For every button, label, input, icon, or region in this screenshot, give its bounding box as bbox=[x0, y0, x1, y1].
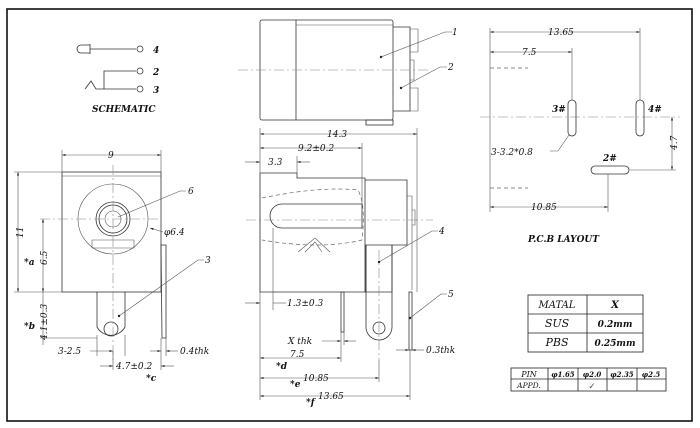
part-label-1: 1 bbox=[452, 28, 458, 38]
pcb-pin-3: 3# bbox=[552, 105, 566, 115]
thickness-header: X bbox=[610, 300, 620, 311]
part-label-6: 6 bbox=[188, 187, 194, 197]
slot-4 bbox=[635, 99, 645, 137]
pin-thk-dim: 0.4thk bbox=[180, 347, 209, 357]
offset-dim: 1.3±0.3 bbox=[287, 299, 323, 309]
material-sus: SUS bbox=[545, 317, 570, 330]
pcb-dim-total: 13.65 bbox=[548, 28, 574, 38]
ref-f: *f bbox=[306, 398, 317, 408]
pin-label-4: 4 bbox=[153, 46, 159, 56]
pin-pitch-dim: 4.7±0.2 bbox=[115, 362, 152, 372]
pin-size-3: φ2.35 bbox=[610, 370, 634, 379]
material-header: MATAL bbox=[538, 300, 576, 311]
pcb-dim-second: 10.85 bbox=[531, 203, 557, 213]
ref-a: *a bbox=[24, 258, 35, 268]
pin-e-dim: 10.85 bbox=[303, 374, 329, 384]
diameter-dim: φ6.4 bbox=[164, 228, 185, 238]
pcb-pin-2: 2# bbox=[602, 154, 617, 164]
ref-e: *e bbox=[290, 380, 301, 390]
center-height-dim: 6.5 bbox=[40, 250, 50, 265]
material-table: MATAL X SUS 0.2mm PBS 0.25mm bbox=[527, 294, 644, 353]
tab-dim: 4.1±0.3 bbox=[40, 304, 50, 341]
pin-row-label: PIN bbox=[520, 370, 538, 379]
pin-size-4: φ2.5 bbox=[642, 370, 661, 379]
tab-hole-dim: 3-2.5 bbox=[58, 347, 81, 357]
pcb-pin-4: 4# bbox=[648, 105, 662, 115]
pin-size-2: φ2.0 bbox=[583, 370, 602, 379]
side-view: 14.3 9.2±0.2 3.3 1.3±0.3 X thk 7.5 *d 10… bbox=[245, 128, 455, 408]
pin-size-1: φ1.65 bbox=[551, 370, 575, 379]
appd-row-label: APPD. bbox=[516, 381, 541, 390]
length-dim: 14.3 bbox=[327, 130, 347, 140]
plug-symbol bbox=[76, 44, 136, 54]
slot-3 bbox=[567, 99, 577, 137]
pin-d-dim: 7.5 bbox=[290, 350, 305, 360]
top-view: 1 2 bbox=[238, 19, 458, 126]
schematic: 4 2 3 SCHEMATIC bbox=[76, 44, 159, 115]
x-thk-dim: X thk bbox=[287, 337, 312, 347]
material-pbs: PBS bbox=[544, 336, 568, 349]
drawing-frame bbox=[6, 8, 693, 422]
barrel-dim: 9.2±0.2 bbox=[298, 144, 334, 154]
pin-label-2: 2 bbox=[152, 68, 159, 78]
front-view: 9 11 6.5 4.1±0.3 *a *b 3-2.5 0.4thk 4.7±… bbox=[14, 150, 211, 384]
part-label-3: 3 bbox=[205, 256, 211, 266]
part-label-5: 5 bbox=[448, 290, 454, 300]
pcb-dim-first: 7.5 bbox=[522, 48, 537, 58]
ref-c: *c bbox=[146, 374, 157, 384]
pcb-dim-vertical: 4.7 bbox=[670, 135, 680, 151]
schematic-title: SCHEMATIC bbox=[92, 105, 156, 115]
pcb-layout-title: P.C.B LAYOUT bbox=[527, 235, 600, 245]
width-dim: 9 bbox=[108, 151, 114, 161]
height-dim: 11 bbox=[16, 227, 26, 238]
pcb-layout: 13.65 7.5 3# 4# 2# 3-3.2*0.8 4.7 10.85 P… bbox=[480, 28, 680, 245]
ref-d: *d bbox=[276, 362, 288, 372]
part-label-4: 4 bbox=[438, 227, 445, 237]
part-label-2: 2 bbox=[447, 63, 454, 73]
ref-b: *b bbox=[24, 322, 35, 332]
approved-check-icon: ✓ bbox=[588, 382, 596, 392]
pin-table: PIN APPD. φ1.65 φ2.0 φ2.35 φ2.5 ✓ bbox=[510, 367, 667, 392]
slot-2 bbox=[590, 165, 630, 175]
step-dim: 3.3 bbox=[268, 158, 283, 168]
thickness-pbs: 0.25mm bbox=[595, 339, 636, 349]
thickness-sus: 0.2mm bbox=[598, 320, 633, 330]
slot-spec: 3-3.2*0.8 bbox=[491, 148, 533, 158]
pin5-thk-dim: 0.3thk bbox=[426, 346, 455, 356]
pin-label-3: 3 bbox=[153, 86, 159, 96]
pin-f-dim: 13.65 bbox=[318, 392, 344, 402]
